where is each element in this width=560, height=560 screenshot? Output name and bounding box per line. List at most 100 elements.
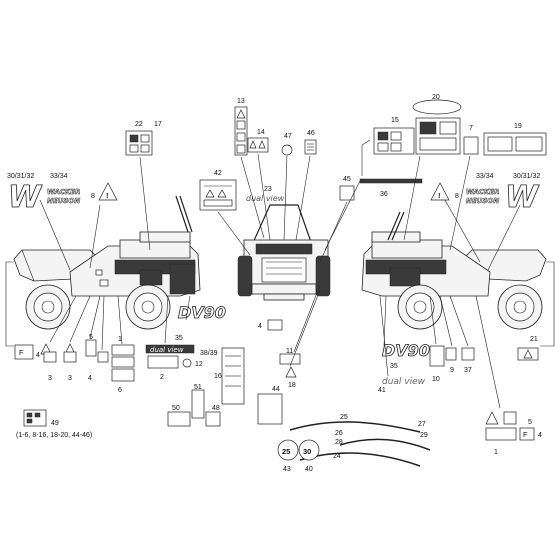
decal-4-mid bbox=[97, 351, 109, 363]
decal-6 bbox=[111, 368, 135, 382]
callout-23: 23 bbox=[264, 186, 272, 193]
callout-8-left: 8 bbox=[91, 193, 95, 200]
callout-22: 22 bbox=[135, 121, 143, 128]
decal-1-right bbox=[485, 427, 517, 441]
warning-triangle-right: ! bbox=[430, 182, 450, 201]
decal-18 bbox=[285, 366, 297, 378]
callout-21: 21 bbox=[530, 336, 538, 343]
callout-42: 42 bbox=[214, 170, 222, 177]
callout-5-left: 5 bbox=[89, 334, 93, 341]
callout-41: 41 bbox=[378, 387, 386, 394]
callout-3-b: 3 bbox=[68, 375, 72, 382]
callout-30-32-right: 30/31/32 bbox=[513, 173, 540, 180]
callout-35-right: 35 bbox=[390, 363, 398, 370]
callout-49-note: (1-6, 8-16, 18-20, 44-46) bbox=[16, 432, 92, 439]
callout-49: 49 bbox=[51, 420, 59, 427]
decal-10 bbox=[429, 345, 445, 367]
callout-9: 9 bbox=[450, 367, 454, 374]
callout-2: 2 bbox=[160, 374, 164, 381]
callout-37: 37 bbox=[464, 367, 472, 374]
badge-43 bbox=[277, 439, 299, 461]
callout-33-34-left: 33/34 bbox=[50, 173, 68, 180]
callout-29: 29 bbox=[420, 432, 428, 439]
leader-lines bbox=[5, 139, 555, 409]
decal-11 bbox=[279, 353, 301, 365]
callout-5-right: 5 bbox=[528, 419, 532, 426]
callout-4-mid-left: 4 bbox=[88, 375, 92, 382]
callout-3-a: 3 bbox=[48, 375, 52, 382]
callout-1-right: 1 bbox=[494, 449, 498, 456]
callout-40: 40 bbox=[305, 466, 313, 473]
callout-numbers: 30/31/32 33/34 8 22 17 13 14 47 46 42 23… bbox=[7, 94, 542, 473]
dv90-decal-left: DV90 bbox=[178, 303, 226, 322]
callout-13: 13 bbox=[237, 98, 245, 105]
callout-46: 46 bbox=[307, 130, 315, 137]
callout-38-39: 38/39 bbox=[200, 350, 218, 357]
dual-view-decal-41: dual view bbox=[382, 377, 426, 387]
dumper-left-view bbox=[13, 195, 201, 330]
dual-view-strip-38: dual view bbox=[150, 346, 184, 354]
callout-18: 18 bbox=[288, 382, 296, 389]
svg-text:!: ! bbox=[106, 191, 109, 200]
decal-4-left bbox=[14, 344, 34, 360]
decal-37 bbox=[461, 347, 475, 361]
callout-4-right: 4 bbox=[538, 432, 542, 439]
decal-5-right bbox=[485, 411, 499, 425]
callout-19: 19 bbox=[514, 123, 522, 130]
decal-12 bbox=[182, 358, 192, 368]
callout-43: 43 bbox=[283, 466, 291, 473]
callout-4-center: 4 bbox=[258, 323, 262, 330]
callout-47: 47 bbox=[284, 133, 292, 140]
callout-51: 51 bbox=[194, 384, 202, 391]
wacker-text-left: WACKER bbox=[47, 188, 80, 196]
svg-text:F: F bbox=[19, 348, 24, 357]
dumper-right-view bbox=[361, 211, 547, 330]
decal-4-center bbox=[267, 319, 283, 331]
decal-51 bbox=[191, 389, 205, 419]
decal-2 bbox=[147, 355, 179, 369]
callout-6: 6 bbox=[118, 387, 122, 394]
callout-12: 12 bbox=[195, 361, 203, 368]
decal-36 bbox=[359, 178, 423, 184]
callout-7: 7 bbox=[469, 125, 473, 132]
callout-26: 26 bbox=[335, 430, 343, 437]
callout-48: 48 bbox=[212, 405, 220, 412]
decal-44 bbox=[257, 393, 283, 425]
warning-triangle-left: ! bbox=[98, 182, 118, 201]
wacker-text-right: WACKER bbox=[466, 188, 499, 196]
callout-8-right: 8 bbox=[455, 193, 459, 200]
callout-44: 44 bbox=[272, 386, 280, 393]
decal-47 bbox=[281, 144, 293, 156]
callout-27: 27 bbox=[418, 421, 426, 428]
decal-4-right bbox=[519, 427, 535, 441]
neuson-text-right: NEUSON bbox=[466, 197, 499, 205]
wacker-logo-right: W WACKER NEUSON bbox=[466, 180, 541, 216]
callout-25: 25 bbox=[340, 414, 348, 421]
badge-40-text: 30 bbox=[303, 447, 311, 456]
decal-13 bbox=[234, 106, 248, 156]
callout-50: 50 bbox=[172, 405, 180, 412]
decal-5-left bbox=[85, 339, 97, 357]
callout-15: 15 bbox=[391, 117, 399, 124]
dual-view-decal-23: dual view bbox=[246, 194, 285, 203]
decal-45 bbox=[339, 185, 355, 201]
wacker-logo-left: W WACKER NEUSON bbox=[8, 180, 81, 216]
callout-10: 10 bbox=[432, 376, 440, 383]
svg-text:W: W bbox=[505, 180, 540, 215]
decal-20 bbox=[412, 99, 462, 115]
callout-24: 24 bbox=[333, 453, 341, 460]
callout-35-left: 35 bbox=[175, 335, 183, 342]
callout-1-left: 1 bbox=[118, 336, 122, 343]
decal-9 bbox=[445, 347, 457, 361]
svg-text:W: W bbox=[8, 180, 43, 215]
callout-45: 45 bbox=[343, 176, 351, 183]
callout-36: 36 bbox=[380, 191, 388, 198]
decal-49 bbox=[23, 409, 47, 427]
callout-14: 14 bbox=[257, 129, 265, 136]
badge-40 bbox=[298, 439, 320, 461]
dumper-front-view bbox=[237, 204, 331, 301]
svg-text:!: ! bbox=[438, 191, 441, 200]
badge-43-text: 25 bbox=[282, 447, 290, 456]
dv90-decal-right: DV90 bbox=[382, 341, 430, 360]
